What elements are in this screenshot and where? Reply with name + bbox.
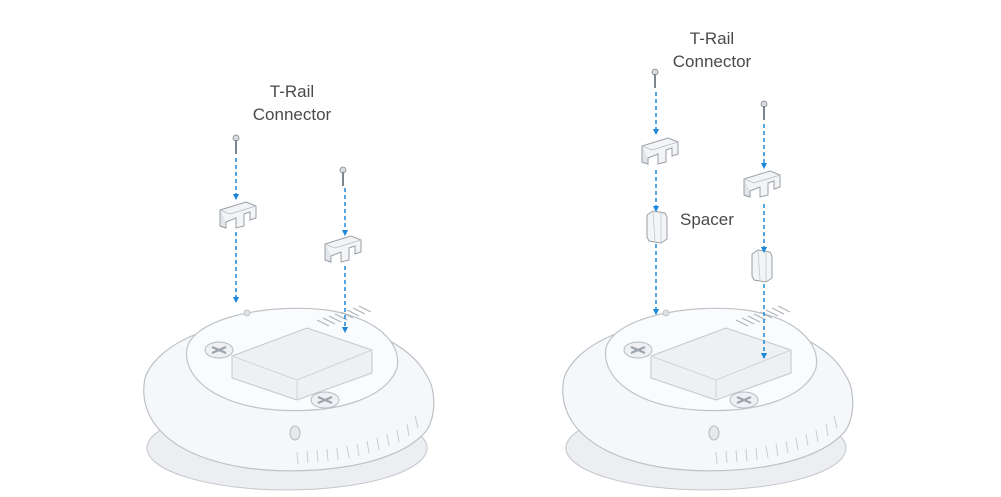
label-line: Connector [252, 105, 332, 124]
label-line: T-Rail [689, 29, 735, 48]
t-rail-connector-right-1 [641, 137, 679, 165]
arrow-lines-right [652, 92, 768, 360]
label-line: Connector [672, 52, 752, 71]
screw-left-1 [232, 134, 240, 155]
spacer-label: Spacer [680, 210, 734, 229]
access-point-left [142, 304, 435, 492]
t-rail-connector-left-2 [324, 235, 362, 263]
arrow-lines-left [232, 158, 349, 334]
screw-right-2 [760, 100, 768, 121]
spacer-right-2 [751, 249, 773, 283]
t-rail-connector-left-1 [219, 201, 257, 229]
spacer-right-1 [646, 210, 668, 244]
t-rail-connector-label-left: T-Rail Connector [236, 80, 348, 126]
access-point-right [561, 304, 854, 492]
label-line: T-Rail [269, 82, 315, 101]
t-rail-connector-right-2 [743, 170, 781, 198]
t-rail-connector-label-right: T-Rail Connector [656, 27, 768, 73]
screw-left-2 [339, 166, 347, 187]
